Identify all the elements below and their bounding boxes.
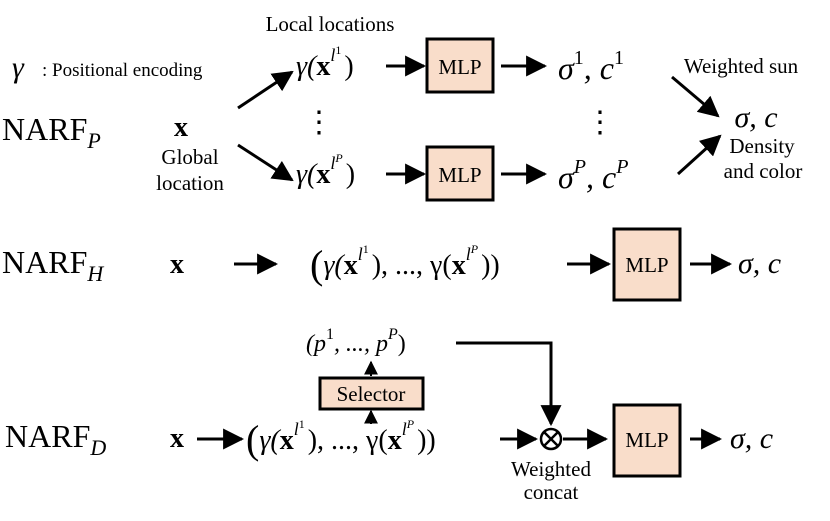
final-output-p: σ, c [734,101,777,134]
encoding-local-1: γ(xl1) [296,43,354,82]
narf-d-input-x: x [170,423,184,454]
weighted-concat-label-2: concat [524,480,579,504]
encoding-concat-h: (γ(xl1), ..., γ(xlP)) [310,242,500,287]
mlp-box-p1 [425,37,495,94]
local-locations-label: Local locations [266,12,395,36]
selector-label: Selector [337,382,406,406]
global-location-label-2: location [156,171,224,195]
output-sigma1-c1: σ1, c1 [558,47,624,86]
otimes-cross-b [543,431,559,447]
mlp-label-d: MLP [625,428,668,452]
narf-h-input-x: x [170,249,184,280]
final-output-d: σ, c [730,422,773,455]
gamma-symbol: γ [12,51,25,84]
arrow-out1-to-sum [671,75,720,118]
output-sigmaP-cP: σP, cP [558,156,628,195]
mlp-label-h: MLP [625,253,668,277]
weighted-concat-label-1: Weighted [511,457,591,481]
final-output-h: σ, c [738,247,781,280]
arrow-global-to-local-P [237,143,294,182]
narf-h-label: NARFH [2,244,104,286]
selector-box [318,376,425,411]
mlp-box-pP [425,145,495,202]
mlp-box-d [612,403,682,478]
mlp-label-pP: MLP [438,163,481,187]
arrow-outP-to-sum [676,134,722,176]
vdots-output: ⋮ [585,106,615,139]
selector-probabilities: (p1, ..., pP) [306,326,406,357]
global-location-label-1: Global [161,145,218,169]
narf-p-input-x: x [174,112,188,143]
density-label-2: and color [724,159,803,183]
mlp-label-p1: MLP [438,55,481,79]
encoding-local-P: γ(xlP) [296,151,355,190]
density-label-1: Density [729,134,795,158]
encoding-concat-d: (γ(xl1), ..., γ(xlP)) [246,417,436,462]
gamma-legend-text: : Positional encoding [42,60,203,81]
mlp-box-h [612,227,682,302]
arrow-global-to-local-1 [237,70,294,110]
narf-p-label: NARFP [2,111,101,153]
arrow-probs-to-otimes [456,341,562,427]
weighted-sum-label: Weighted sun [684,54,799,78]
narf-d-label: NARFD [5,418,106,460]
vdots-encoding: ⋮ [304,106,334,139]
